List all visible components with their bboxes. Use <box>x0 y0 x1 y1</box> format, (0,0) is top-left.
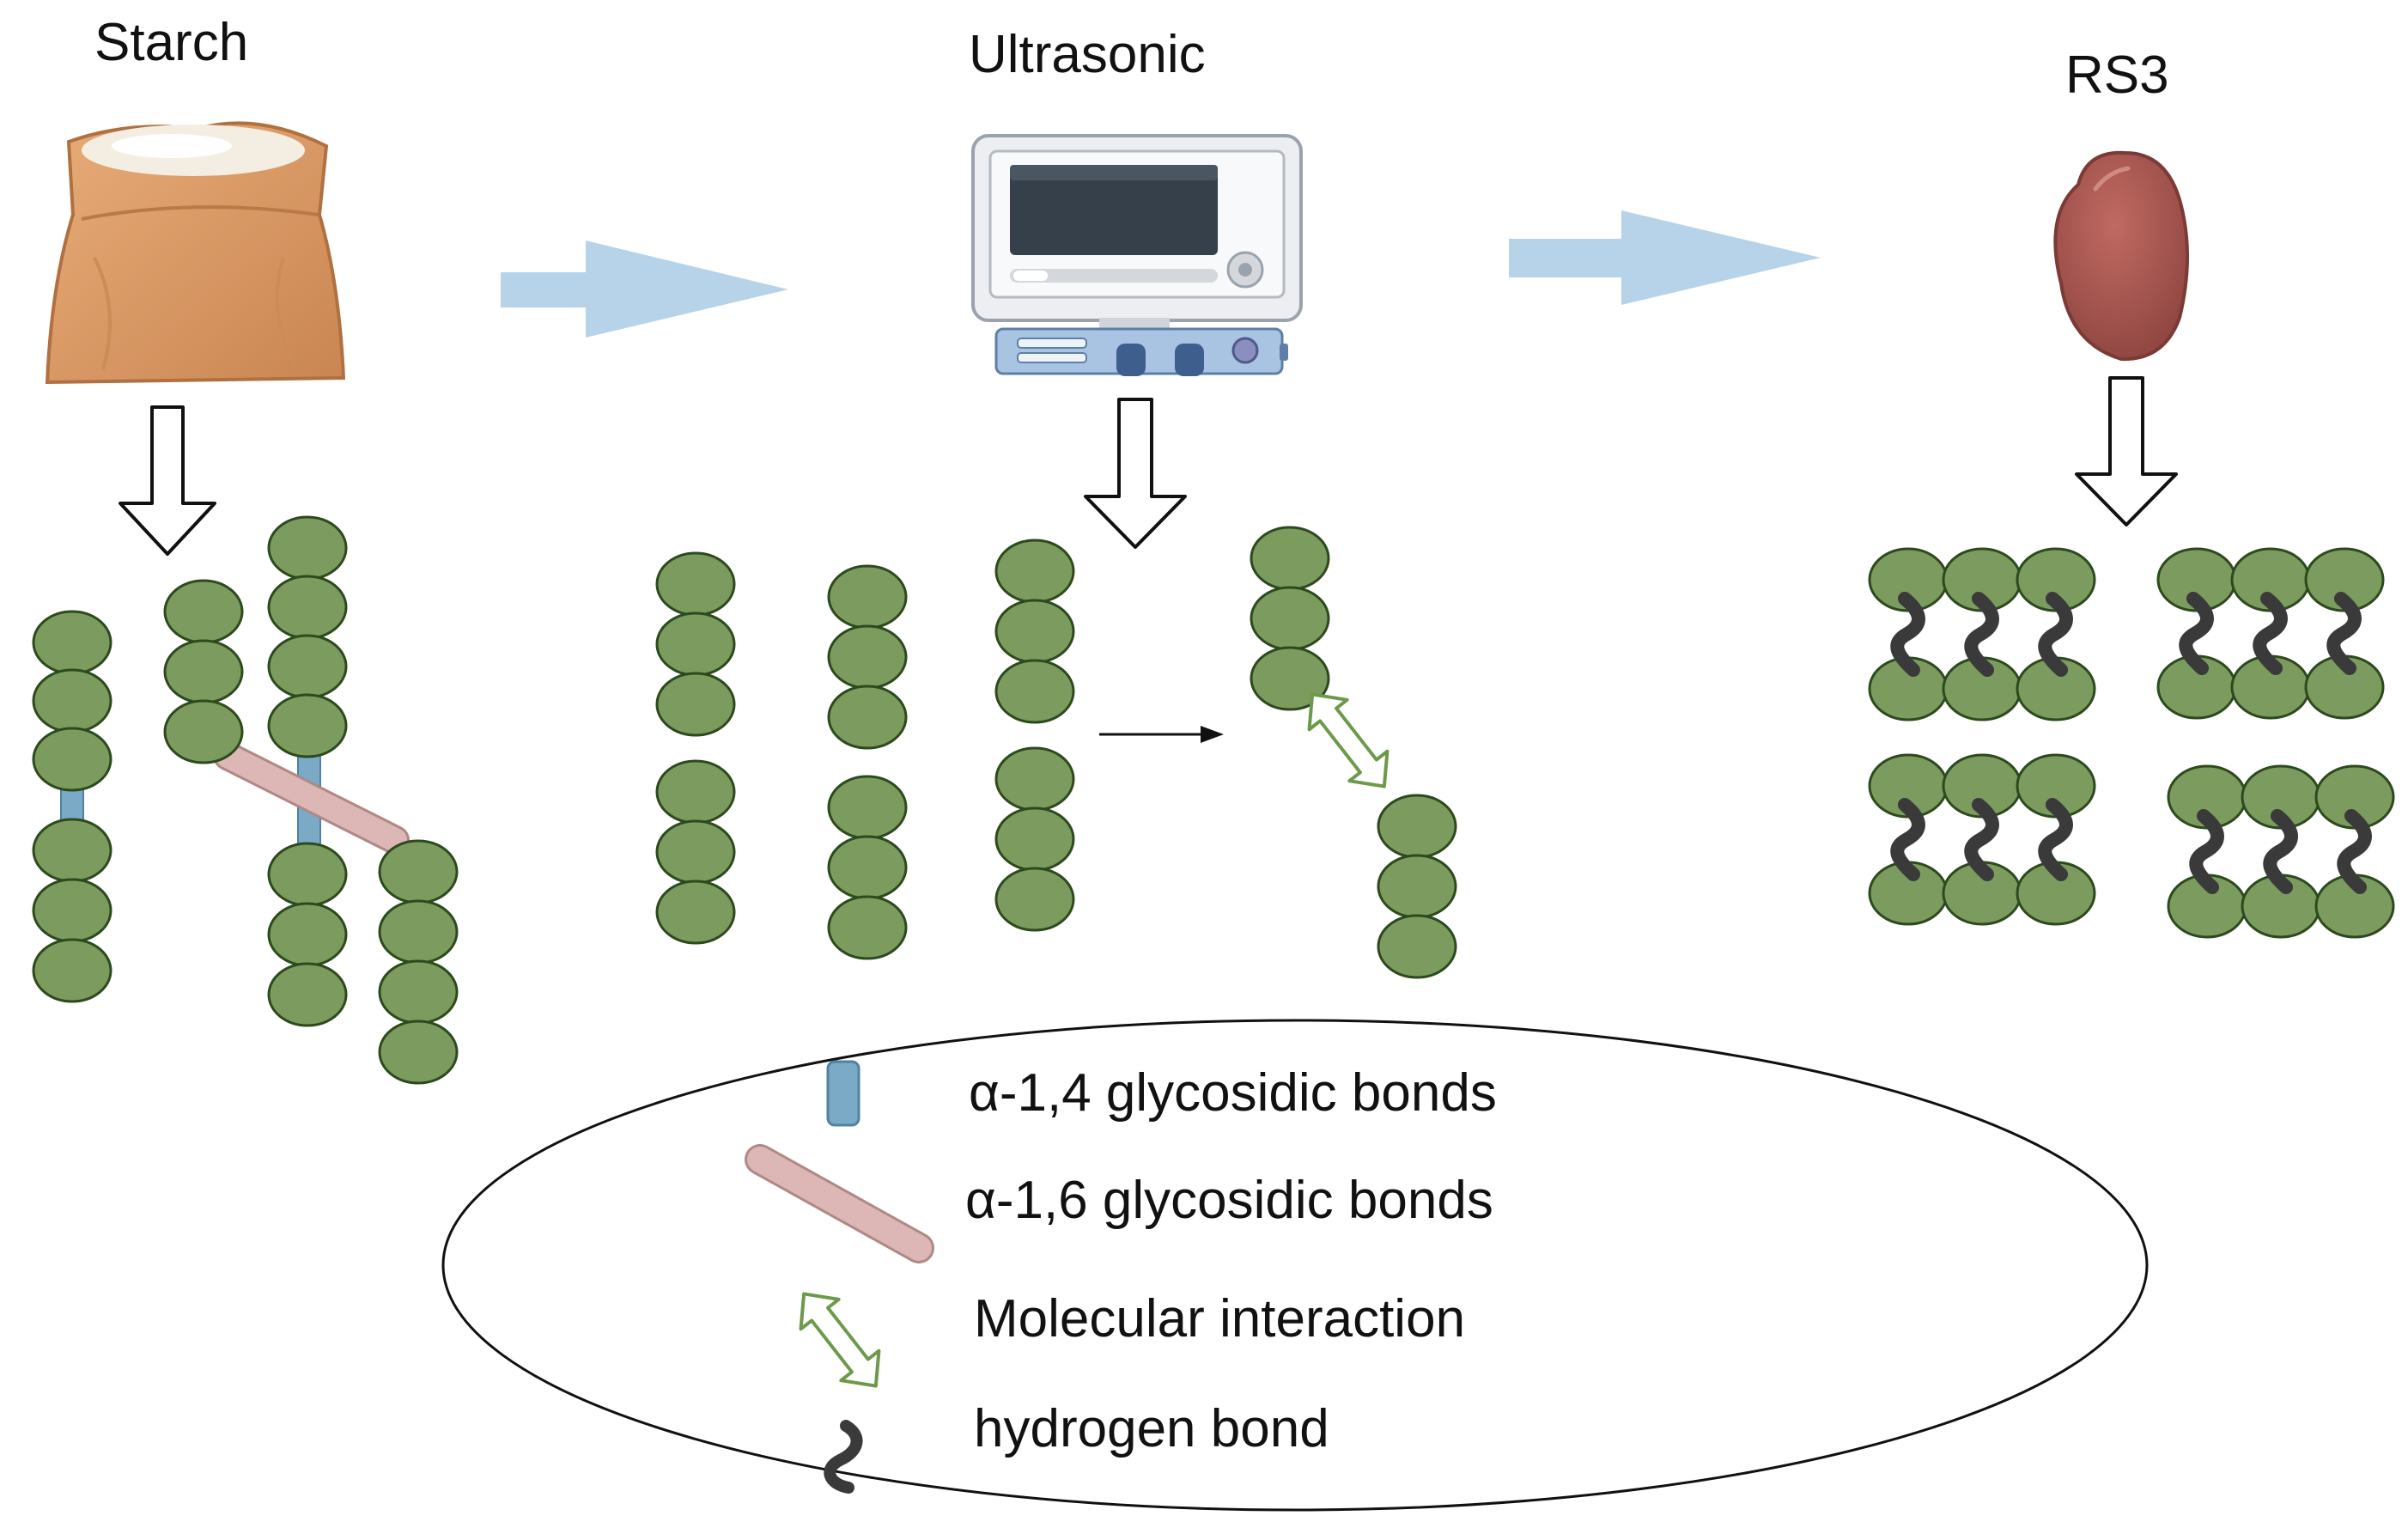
hydrogen-bond <box>1890 592 1925 677</box>
hydrogen-bond <box>1964 798 1999 881</box>
glucose-unit <box>655 759 736 825</box>
pink-rod-icon <box>747 1147 932 1261</box>
flow-arrow-starch-to-ultrasonic <box>501 240 788 338</box>
stage-title-rs3: RS3 <box>2065 46 2169 105</box>
glucose-unit <box>655 551 736 617</box>
glucose-unit <box>827 624 908 690</box>
hydrogen-bonds <box>1890 592 2372 894</box>
hydrogen-bond <box>2253 592 2288 675</box>
stage-title-ultrasonic: Ultrasonic <box>969 25 1206 84</box>
glucose-unit <box>163 639 244 704</box>
glucose-unit <box>32 818 112 883</box>
glucose-unit <box>655 880 736 945</box>
glucose-unit <box>827 685 908 750</box>
glucose-units <box>32 515 2395 1085</box>
glucose-unit <box>994 659 1075 724</box>
legend-label-alpha-1-4: α-1,4 glycosidic bonds <box>969 1063 1497 1123</box>
glucose-unit <box>378 899 459 965</box>
glucose-unit <box>378 1020 459 1085</box>
down-arrow-rs3 <box>2075 376 2178 527</box>
down-arrow-starch <box>119 405 216 556</box>
hydrogen-bond <box>2337 809 2372 894</box>
glucose-unit <box>994 746 1075 812</box>
legend-label-alpha-1-6: α-1,6 glycosidic bonds <box>965 1171 1493 1230</box>
glucose-unit <box>994 599 1075 664</box>
glucose-unit <box>32 610 112 675</box>
glucose-unit <box>1377 794 1457 859</box>
glucose-unit <box>32 938 112 1003</box>
resistant-starch-granule-icon <box>2053 150 2189 362</box>
legend-label-hydrogen-bond: hydrogen bond <box>974 1399 1329 1458</box>
glucose-unit <box>32 727 112 792</box>
hydrogen-bond <box>2189 809 2224 894</box>
double-arrow-icon <box>799 1292 881 1388</box>
glucose-unit <box>655 672 736 737</box>
glucose-unit <box>32 878 112 943</box>
process-arrow-head <box>1201 726 1224 743</box>
glucose-unit <box>655 819 736 885</box>
ultrasonic-device-icon <box>971 134 1303 376</box>
glucose-unit <box>994 539 1075 604</box>
molecular-interaction-arrow <box>1307 692 1389 788</box>
legend-ellipse <box>441 1019 2149 1512</box>
glucose-unit <box>267 962 348 1027</box>
hydrogen-bond <box>1964 592 1999 677</box>
hydrogen-bond <box>2038 592 2073 677</box>
glucose-unit <box>267 902 348 967</box>
glucose-unit <box>267 693 348 758</box>
hydrogen-bond <box>2038 798 2073 881</box>
glucose-unit <box>267 842 348 907</box>
glucose-unit <box>163 699 244 764</box>
glucose-unit <box>267 575 348 640</box>
flow-arrow-ultrasonic-to-rs3 <box>1509 210 1821 305</box>
stage-title-starch: Starch <box>94 13 249 72</box>
hydrogen-bond <box>2326 592 2362 675</box>
glucose-unit <box>32 668 112 734</box>
glucose-unit <box>827 895 908 960</box>
hydrogen-bond <box>2179 592 2214 675</box>
down-arrow-ultrasonic <box>1084 398 1187 549</box>
glucose-unit <box>267 515 348 581</box>
glucose-unit <box>267 634 348 699</box>
flour-sack-icon <box>45 121 346 385</box>
hydrogen-bond <box>2263 809 2298 894</box>
blue-cylinder-icon <box>826 1060 860 1127</box>
glucose-unit <box>163 579 244 644</box>
glucose-unit <box>827 835 908 900</box>
glucose-unit <box>1250 646 1330 711</box>
hydrogen-bond <box>1890 798 1925 881</box>
glucose-unit <box>1377 854 1457 919</box>
glucose-unit <box>827 775 908 840</box>
glucose-unit <box>378 959 459 1025</box>
glucose-unit <box>1377 914 1457 979</box>
legend-label-molecular-interaction: Molecular interaction <box>974 1289 1466 1348</box>
wavy-bond-icon <box>824 1420 863 1494</box>
glucose-unit <box>994 807 1075 872</box>
glucose-unit <box>827 564 908 630</box>
glucose-unit <box>378 839 459 904</box>
glucose-unit <box>655 612 736 677</box>
glucose-unit <box>994 867 1075 932</box>
glucose-unit <box>1250 586 1330 651</box>
glucose-unit <box>1250 526 1330 591</box>
